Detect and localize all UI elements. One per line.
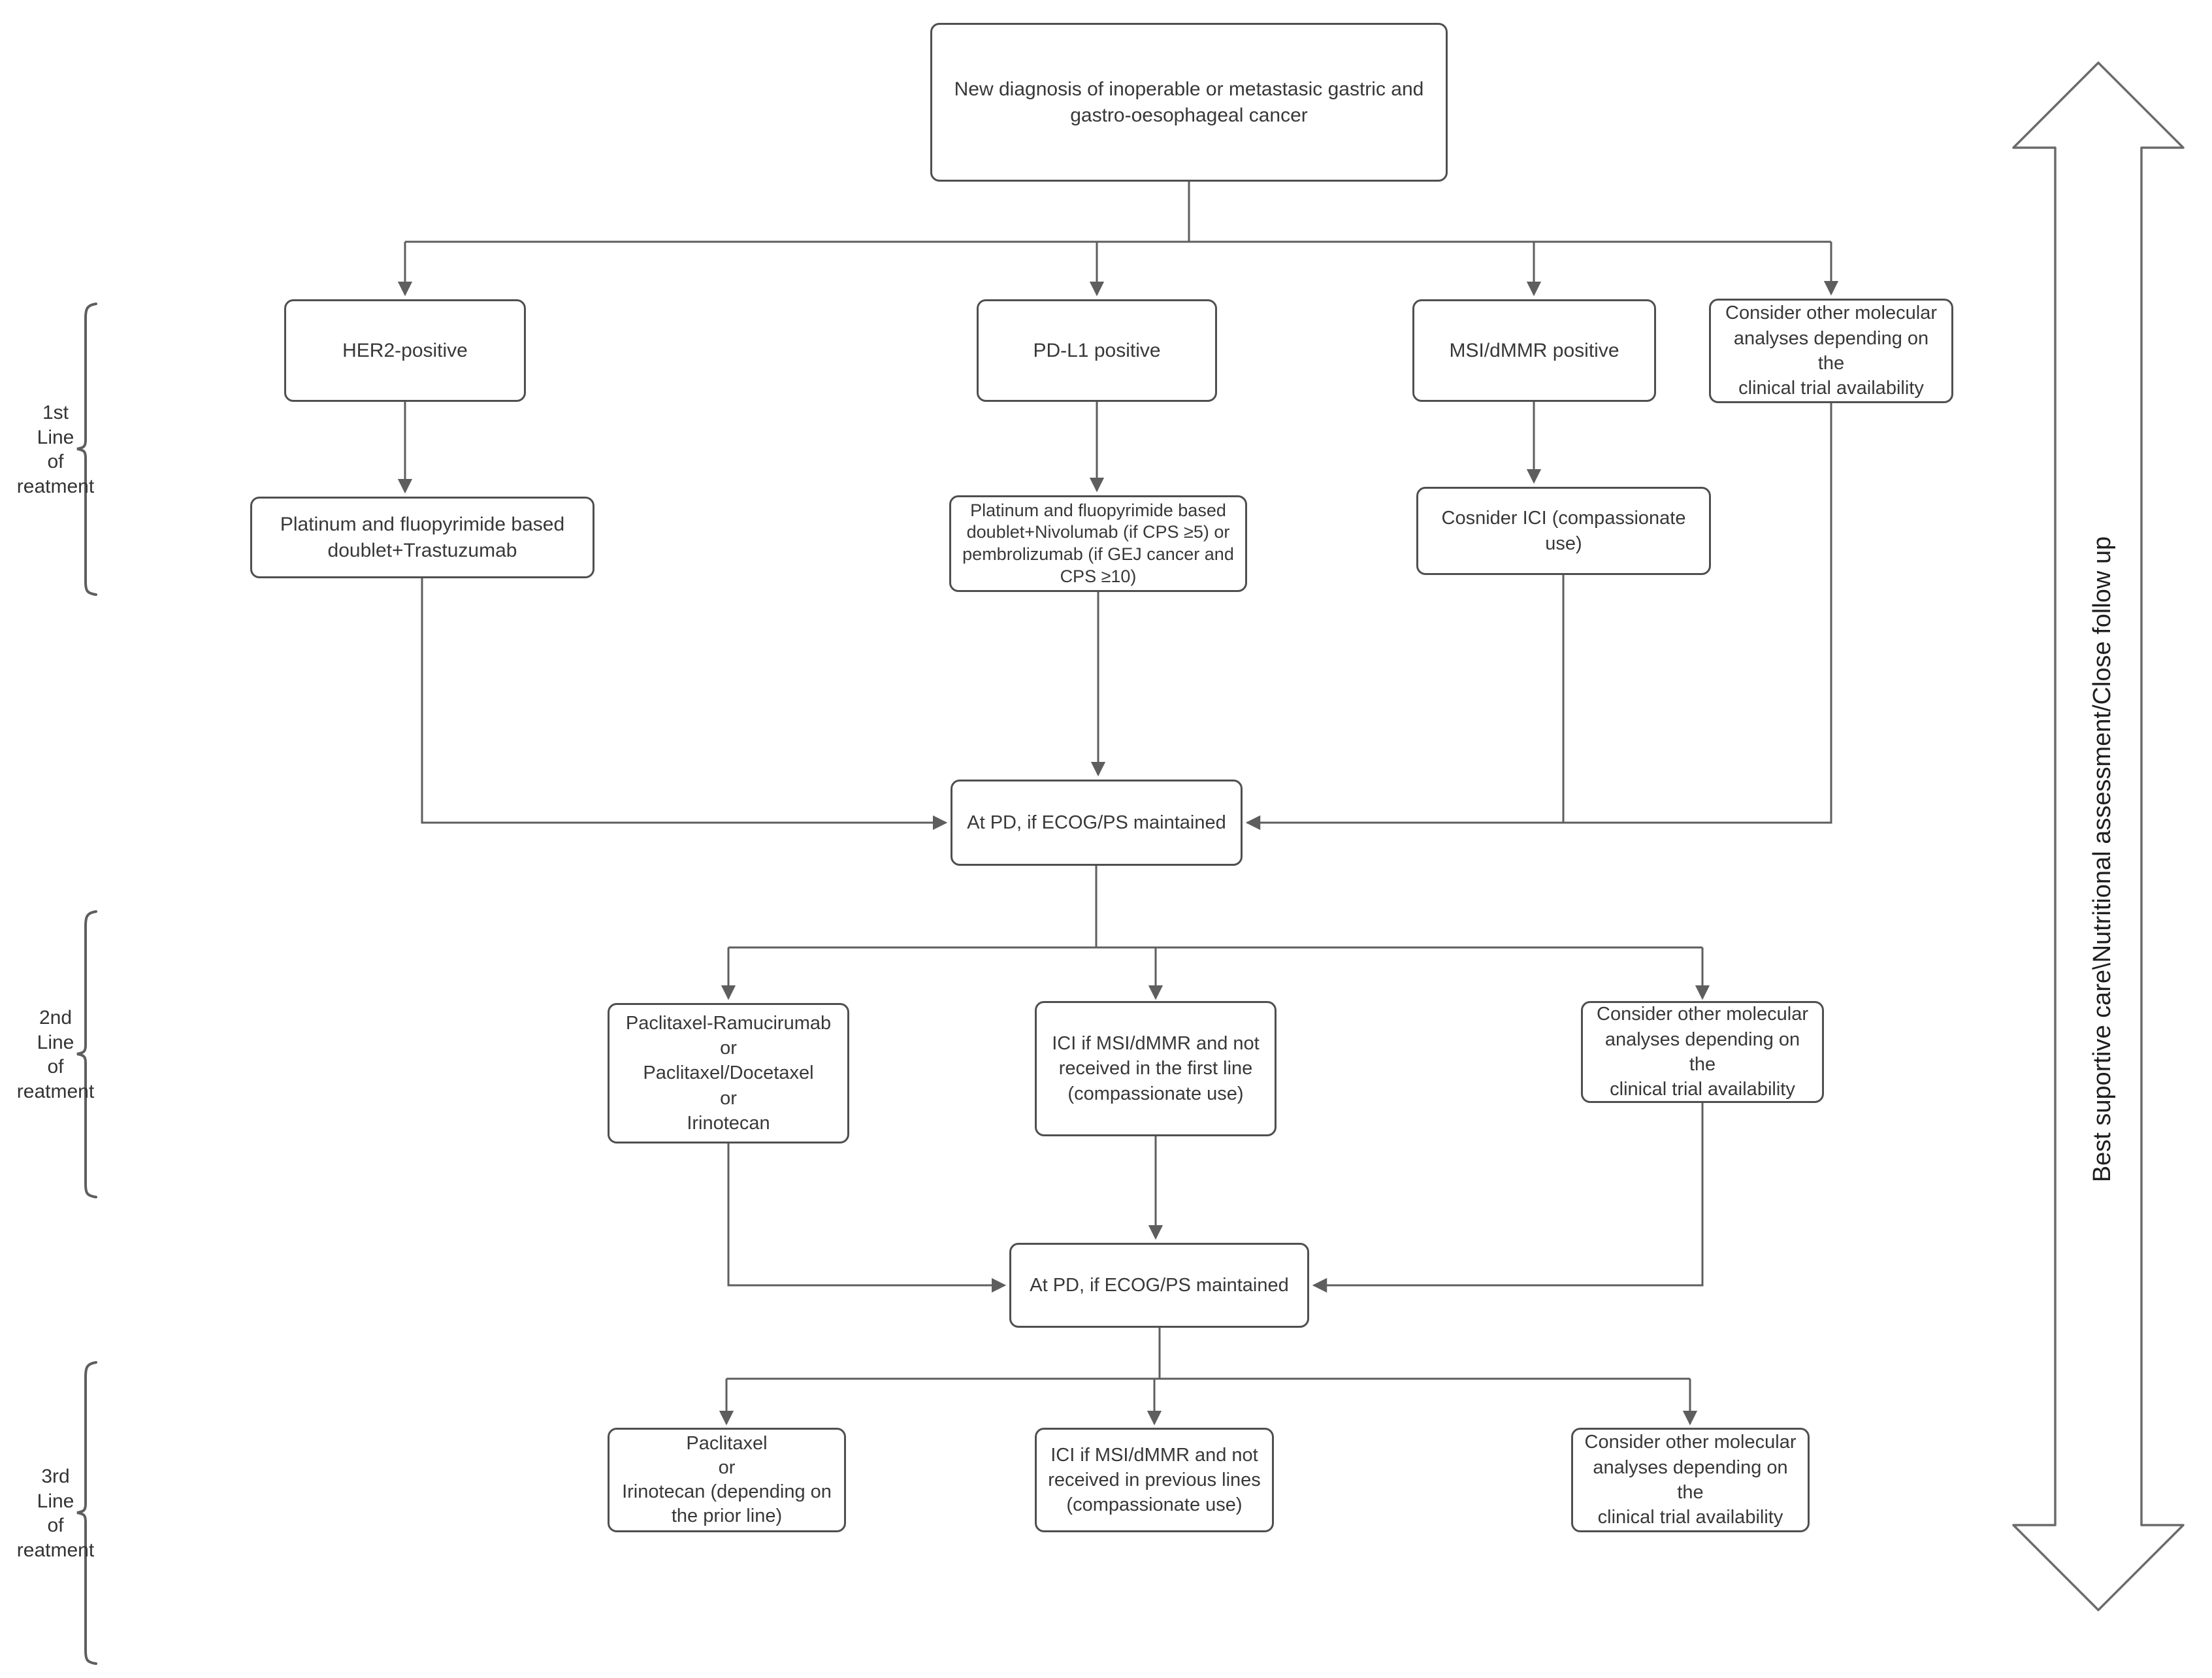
edge-consider2-to-atpd2 <box>1312 1103 1704 1293</box>
best-supportive-care-arrow <box>2012 61 2185 1611</box>
node-at-pd-2: At PD, if ECOG/PS maintained <box>1009 1243 1309 1328</box>
label-1st-line: 1st Line of reatment <box>16 402 95 497</box>
node-consider-other-3: Consider other molecular analyses depend… <box>1571 1428 1810 1532</box>
flow-connectors <box>397 182 1839 1426</box>
edge-trastuzumab-to-atpd1 <box>421 578 948 831</box>
node-paclitaxel-ramucirumab: Paclitaxel-Ramucirumab or Paclitaxel/Doc… <box>608 1003 849 1143</box>
node-platinum-trastuzumab: Platinum and fluopyrimide based doublet+… <box>250 497 594 578</box>
bracket-2nd-line <box>76 910 97 1198</box>
edge-pacram-to-atpd2 <box>727 1143 1007 1293</box>
node-pdl1-positive: PD-L1 positive <box>977 299 1217 402</box>
best-supportive-care-label: Best suportive care\Nutritional assessme… <box>2089 536 2116 1183</box>
bracket-3rd-line <box>76 1361 97 1665</box>
node-paclitaxel-irinotecan: Paclitaxel or Irinotecan (depending on t… <box>608 1428 846 1532</box>
label-3rd-line: 3rd Line of reatment <box>16 1466 95 1561</box>
bracket-1st-line <box>76 303 97 596</box>
node-her2-positive: HER2-positive <box>284 299 526 402</box>
node-consider-other-2: Consider other molecular analyses depend… <box>1581 1001 1824 1103</box>
node-ici-first-line: ICI if MSI/dMMR and not received in the … <box>1035 1001 1277 1136</box>
node-consider-other-1: Consider other molecular analyses depend… <box>1709 299 1953 403</box>
edge-consider1-to-atpd1 <box>1245 403 1832 831</box>
line-brackets <box>76 303 97 1665</box>
node-at-pd-1: At PD, if ECOG/PS maintained <box>951 780 1243 866</box>
node-ici-previous-lines: ICI if MSI/dMMR and not received in prev… <box>1035 1428 1274 1532</box>
node-consider-ici: Cosnider ICI (compassionate use) <box>1416 487 1711 575</box>
node-new-diagnosis: New diagnosis of inoperable or metastasi… <box>930 23 1448 182</box>
node-msi-dmmr-positive: MSI/dMMR positive <box>1412 299 1656 402</box>
label-2nd-line: 2nd Line of reatment <box>16 1007 95 1102</box>
node-platinum-nivolumab: Platinum and fluopyrimide based doublet+… <box>949 495 1247 592</box>
